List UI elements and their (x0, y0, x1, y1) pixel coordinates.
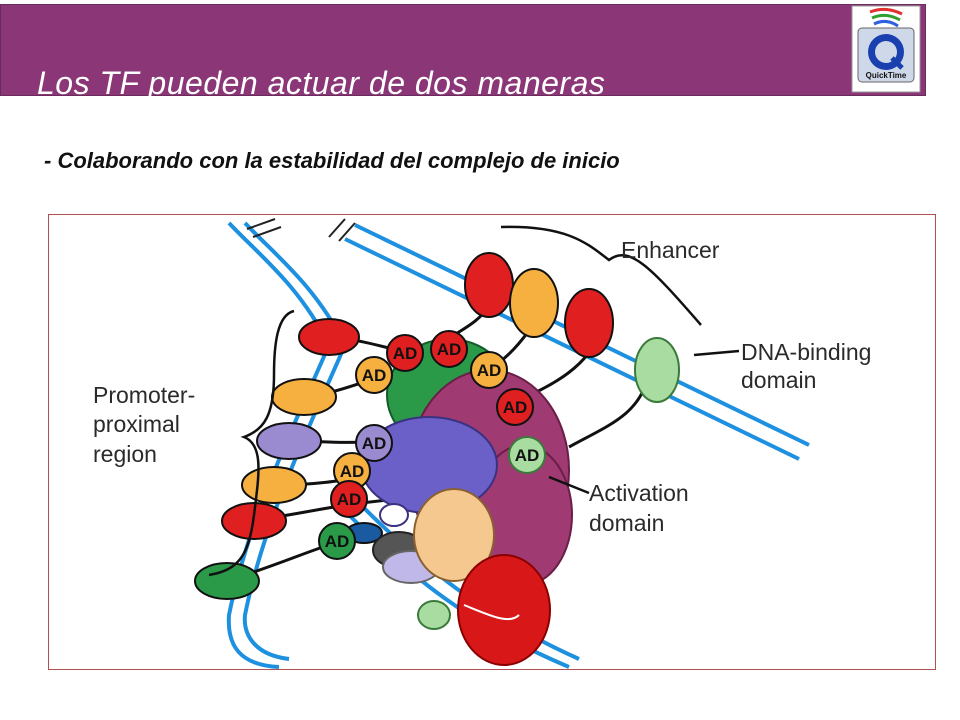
ad-blob: AD (430, 330, 468, 368)
annotation-lines (208, 225, 740, 577)
enhancer-red-2 (564, 288, 614, 358)
ad-blob: AD (496, 388, 534, 426)
svg-text:AD: AD (393, 344, 418, 363)
enhancer-red-1 (464, 252, 514, 318)
svg-text:AD: AD (337, 490, 362, 509)
dna-binding-domains (194, 252, 680, 600)
svg-text:AD: AD (362, 434, 387, 453)
label-activation-2: domain (589, 510, 664, 536)
activation-domains: AD AD AD AD AD AD (318, 330, 546, 560)
svg-text:AD: AD (477, 361, 502, 380)
ad-blob: AD (318, 522, 356, 560)
label-activation-1: Activation (589, 480, 689, 506)
ad-blob: AD (470, 351, 508, 389)
ad-blob: AD (386, 334, 424, 372)
ad-blob: AD (330, 480, 368, 518)
promoter-orange-2 (241, 466, 307, 504)
svg-text:QuickTime: QuickTime (866, 71, 907, 80)
diagram-labels: Enhancer DNA-binding domain Promoter- pr… (93, 237, 871, 536)
title-bar: Los TF pueden actuar de dos maneras (0, 4, 926, 101)
ad-blob: AD (355, 424, 393, 462)
enhancer-orange-1 (509, 268, 559, 338)
promoter-green (194, 562, 260, 600)
transcription-factor-diagram: AD AD AD AD AD AD (48, 214, 936, 670)
dna-break-marks (246, 218, 356, 242)
label-dna-binding-1: DNA-binding (741, 339, 871, 365)
label-enhancer: Enhancer (621, 237, 720, 263)
svg-text:AD: AD (340, 462, 365, 481)
ad-blob: AD (508, 436, 546, 474)
promoter-red-1 (298, 318, 360, 356)
diagram-canvas: AD AD AD AD AD AD (93, 218, 871, 669)
initiation-complex (345, 338, 573, 666)
label-dna-binding-2: domain (741, 367, 816, 393)
svg-text:AD: AD (515, 446, 540, 465)
label-promoter-3: region (93, 441, 157, 467)
slide-title: Los TF pueden actuar de dos maneras (37, 65, 606, 101)
promoter-orange-1 (271, 378, 337, 416)
label-promoter-2: proximal (93, 411, 180, 437)
quicktime-logo: QuickTime (850, 4, 922, 94)
quicktime-logo-icon: QuickTime (851, 5, 921, 93)
enhancer-green (634, 337, 680, 403)
ad-blob: AD (333, 452, 371, 490)
svg-text:AD: AD (503, 398, 528, 417)
svg-text:AD: AD (437, 340, 462, 359)
svg-text:AD: AD (325, 532, 350, 551)
promoter-purple (256, 422, 322, 460)
slide-subtitle: - Colaborando con la estabilidad del com… (44, 148, 620, 173)
label-promoter-1: Promoter- (93, 382, 195, 408)
svg-text:AD: AD (362, 366, 387, 385)
ad-blob: AD (355, 356, 393, 394)
